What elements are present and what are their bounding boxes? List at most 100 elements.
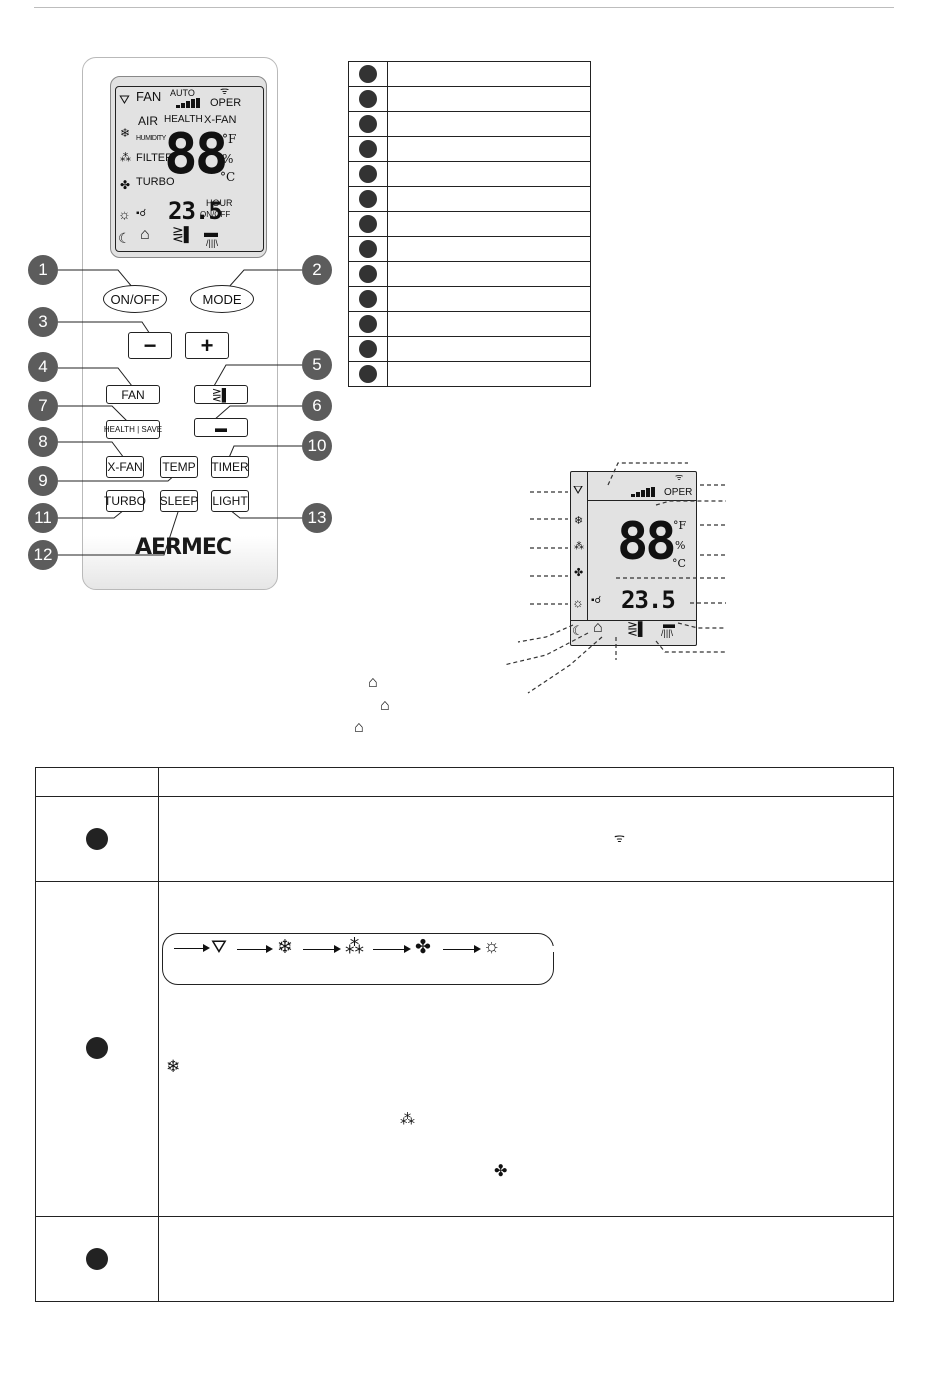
legend-table	[348, 61, 591, 387]
house-icon-3: ⌂	[354, 719, 364, 736]
lcd-unit-c: °C	[220, 170, 236, 184]
callout-4: 4	[28, 352, 58, 382]
fan-mode-icon: ✤	[415, 937, 431, 958]
cool-mode-icon: ❄	[277, 937, 293, 958]
swing-vertical-button[interactable]: ⋛▌	[194, 385, 248, 404]
legend-description-cell	[387, 361, 591, 387]
legend-row	[348, 336, 591, 362]
cool-mode-icon: ❄	[120, 126, 131, 140]
legend-row	[348, 111, 591, 137]
legend-marker	[359, 339, 377, 358]
lcd-air-label: AIR	[138, 114, 159, 128]
lcd-fan-label: FAN	[136, 89, 162, 104]
lcd-detail-unit-f: °F	[673, 519, 687, 532]
sleep-icon: ☾	[572, 623, 584, 638]
callout-8: 8	[28, 427, 58, 457]
dry-mode-icon: ⁂	[400, 1111, 415, 1128]
plus-button[interactable]: +	[185, 332, 229, 359]
lock-light-icon: ▪☌	[591, 595, 602, 606]
legend-row	[348, 286, 591, 312]
heat-mode-icon: ☼	[572, 595, 584, 610]
callout-12: 12	[28, 540, 58, 570]
callout-9: 9	[28, 466, 58, 496]
legend-row	[348, 61, 591, 87]
health-save-button[interactable]: HEALTH | SAVE	[104, 420, 162, 439]
legend-marker	[359, 64, 377, 83]
lock-light-icon: ▪☌	[136, 208, 147, 219]
fan-button[interactable]: FAN	[106, 385, 160, 404]
i-feel-house-icon: ⌂	[593, 619, 603, 636]
callout-6: 6	[302, 391, 332, 421]
lcd-unit-f: °F	[222, 132, 237, 146]
legend-description-cell	[387, 261, 591, 287]
cycle-gap	[520, 946, 560, 952]
dry-mode-icon: ⁂	[574, 541, 584, 552]
minus-button[interactable]: −	[128, 332, 172, 359]
callout-1: 1	[28, 255, 58, 285]
sleep-button[interactable]: SLEEP	[160, 490, 198, 512]
lcd-unit-percent: %	[222, 152, 234, 166]
swing-horizontal-button[interactable]: ▬	[194, 418, 248, 437]
swing-vertical-icon: ⋛▌	[172, 226, 194, 242]
legend-description-cell	[387, 111, 591, 137]
legend-row	[348, 86, 591, 112]
legend-row	[348, 186, 591, 212]
callout-7: 7	[28, 391, 58, 421]
cool-mode-icon: ❄	[166, 1057, 181, 1076]
timer-button[interactable]: TIMER	[211, 456, 249, 478]
swing-vertical-icon: ⋛▌	[627, 621, 648, 636]
legend-description-cell	[387, 161, 591, 187]
onoff-button[interactable]: ON/OFF	[103, 285, 167, 313]
legend-marker	[359, 364, 377, 383]
top-rule	[34, 7, 894, 8]
lcd-onoff-label: ON/OFF	[200, 210, 231, 219]
callout-13: 13	[302, 503, 332, 533]
lcd-big-digits: 88	[164, 122, 228, 187]
remote-callout-lines	[58, 269, 302, 556]
swing-horizontal-rays-icon: /|||\	[206, 238, 219, 248]
legend-description-cell	[387, 61, 591, 87]
auto-mode-icon: ⛛	[211, 937, 227, 958]
fan-speed-bars-icon	[176, 98, 206, 108]
lcd-detail-unit-percent: %	[675, 539, 686, 552]
callout-11: 11	[28, 503, 58, 533]
lcd-detail-oper: OPER	[664, 487, 693, 498]
callout-5: 5	[302, 350, 332, 380]
lcd-small-digits: 23.5	[168, 197, 223, 225]
lcd-turbo-label: TURBO	[136, 176, 175, 188]
legend-row	[348, 236, 591, 262]
legend-description-cell	[387, 336, 591, 362]
callout-10: 10	[302, 431, 332, 461]
temp-button[interactable]: TEMP	[160, 456, 198, 478]
legend-description-cell	[387, 86, 591, 112]
i-feel-house-icon: ⌂	[140, 226, 150, 243]
callout-2: 2	[302, 255, 332, 285]
swing-horizontal-icon: ▬	[215, 420, 227, 435]
legend-marker	[359, 114, 377, 133]
legend-marker	[359, 289, 377, 308]
swing-horizontal-icon: ▬	[204, 224, 218, 240]
mode-button[interactable]: MODE	[190, 285, 254, 313]
legend-row	[348, 311, 591, 337]
swing-horizontal-rays-icon: /|||\	[661, 628, 674, 638]
fan-mode-icon: ✤	[494, 1163, 508, 1180]
xfan-button[interactable]: X-FAN	[106, 456, 144, 478]
lcd-humidity-label: HUMIDITY	[136, 135, 166, 142]
lcd-filter-label: FILTER	[136, 152, 174, 164]
legend-row	[348, 161, 591, 187]
dry-mode-icon: ⁂	[345, 937, 364, 958]
legend-description-cell	[387, 286, 591, 312]
sleep-icon: ☾	[118, 230, 131, 246]
brand-logo: AERMEC	[135, 535, 232, 560]
row-marker	[86, 1037, 108, 1059]
turbo-button[interactable]: TURBO	[104, 490, 146, 512]
legend-description-cell	[387, 186, 591, 212]
legend-description-cell	[387, 211, 591, 237]
row-marker	[86, 1248, 108, 1270]
legend-marker	[359, 139, 377, 158]
lcd-detail-small-digits: 23.5	[621, 586, 676, 614]
legend-row	[348, 211, 591, 237]
light-button[interactable]: LIGHT	[211, 490, 249, 512]
legend-description-cell	[387, 311, 591, 337]
lcd-detail-leader-lines	[503, 462, 726, 694]
